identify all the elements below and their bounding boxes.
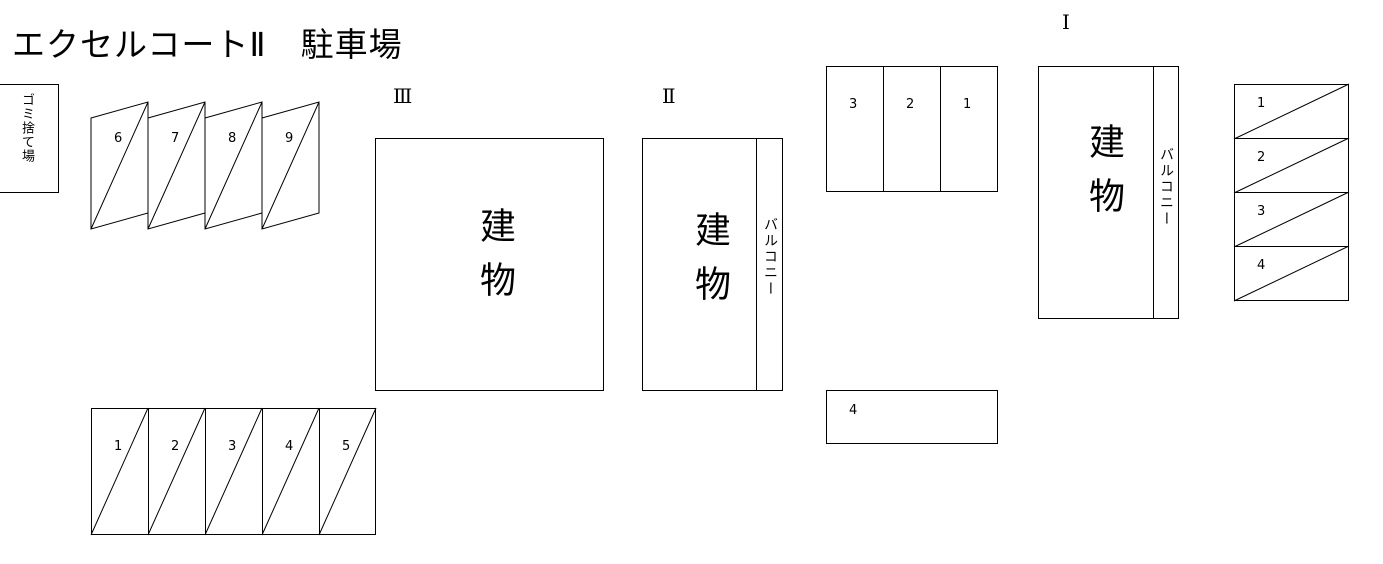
diagonal-2: [147, 407, 206, 536]
space-number: 2: [906, 97, 915, 112]
diagonal-3: [204, 407, 263, 536]
space-number: 4: [849, 403, 858, 418]
diagonal-7: [147, 101, 206, 230]
diagonal-8: [204, 101, 263, 230]
parking-space-mid-2[interactable]: 2: [883, 66, 941, 192]
section-label-i: Ⅰ: [1062, 10, 1070, 34]
building-i-label: 建物: [1083, 123, 1124, 231]
balcony-ii: バルコニー: [756, 138, 783, 391]
page-title: エクセルコートⅡ 駐車場: [12, 25, 403, 64]
diagonal-1: [90, 407, 149, 536]
diagonal-right-4: [1233, 245, 1350, 302]
space-number: 2: [1257, 150, 1266, 165]
space-number: 1: [114, 439, 123, 454]
section-label-iii: Ⅲ: [393, 84, 413, 108]
space-number-7: 7: [171, 131, 180, 146]
balcony-ii-label: バルコニー: [762, 217, 778, 297]
space-number: 1: [1257, 96, 1266, 111]
diagonal-9: [261, 101, 320, 230]
parking-space-mid-1[interactable]: 1: [940, 66, 998, 192]
space-number: 3: [228, 439, 237, 454]
parking-space-mid-3[interactable]: 3: [826, 66, 884, 192]
building-ii: 建物: [642, 138, 757, 391]
building-i: 建物: [1038, 66, 1154, 319]
diagonal-right-3: [1233, 191, 1350, 248]
parking-space-mid-4[interactable]: 4: [826, 390, 998, 444]
space-number: 2: [171, 439, 180, 454]
parking-space-left-9-outline: [261, 101, 320, 230]
space-number: 3: [849, 97, 858, 112]
space-number-9: 9: [285, 131, 294, 146]
building-ii-label: 建物: [689, 211, 730, 319]
building-iii-label: 建物: [474, 207, 515, 315]
diagonal-right-1: [1233, 83, 1350, 140]
garbage-area-label: ゴミ捨て場: [19, 93, 34, 163]
space-number: 1: [963, 97, 972, 112]
space-number-8: 8: [228, 131, 237, 146]
building-iii: 建物: [375, 138, 604, 391]
diagonal-right-2: [1233, 137, 1350, 194]
space-number: 3: [1257, 204, 1266, 219]
space-number: 5: [342, 439, 351, 454]
space-number: 4: [285, 439, 294, 454]
space-number-6: 6: [114, 131, 123, 146]
diagonal-5: [318, 407, 377, 536]
diagonal-4: [261, 407, 320, 536]
balcony-i: バルコニー: [1153, 66, 1179, 319]
section-label-ii: Ⅱ: [662, 84, 676, 108]
space-number: 4: [1257, 258, 1266, 273]
balcony-i-label: バルコニー: [1158, 147, 1174, 227]
garbage-area: ゴミ捨て場: [0, 84, 59, 193]
diagonal-6: [90, 101, 149, 230]
